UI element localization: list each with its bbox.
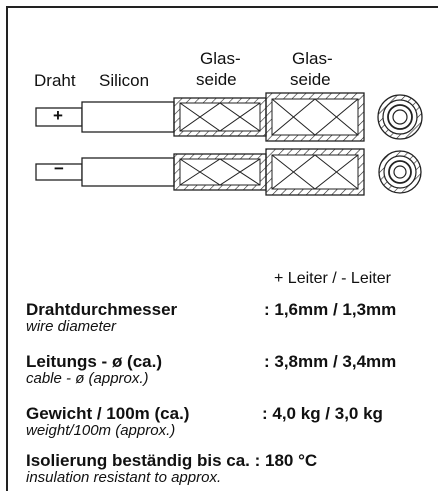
cross-section-minus <box>378 150 422 194</box>
label-glasseide-2-line1: Glas- <box>292 49 333 68</box>
cross-section-plus <box>377 94 423 140</box>
label-glasseide-2-line2: seide <box>290 70 331 89</box>
minus-marker: − <box>54 159 64 178</box>
spec-cable-diameter-en: cable - ø (approx.) <box>26 370 149 387</box>
spec-weight-de: Gewicht / 100m (ca.) <box>26 404 190 423</box>
label-silicon: Silicon <box>99 71 150 90</box>
spec-cable-diameter-value: : 3,8mm / 3,4mm <box>264 352 397 371</box>
silicone-plus <box>81 101 175 133</box>
silicone-minus <box>81 157 175 187</box>
spec-insulation-en: insulation resistant to approx. <box>26 469 222 486</box>
spec-cable-diameter-de: Leitungs - ø (ca.) <box>26 352 162 371</box>
columns-header: + Leiter / - Leiter <box>274 270 391 287</box>
cable-minus <box>35 148 422 196</box>
label-draht: Draht <box>34 71 76 90</box>
spec-weight-en: weight/100m (approx.) <box>26 422 176 439</box>
cable-plus <box>35 92 423 142</box>
spec-insulation-de: Isolierung beständig bis ca. : 180 °C <box>26 451 318 470</box>
plus-marker: + <box>53 106 63 125</box>
spec-wire-diameter-de: Drahtdurchmesser <box>26 300 178 319</box>
diagram-frame <box>6 6 438 491</box>
spec-weight-value: : 4,0 kg / 3,0 kg <box>262 404 383 423</box>
label-glasseide-1-line2: seide <box>196 70 237 89</box>
label-glasseide-1-line1: Glas- <box>200 49 241 68</box>
spec-wire-diameter-en: wire diameter <box>26 318 117 335</box>
spec-wire-diameter-value: : 1,6mm / 1,3mm <box>264 300 397 319</box>
cable-cross-section-diagram <box>35 92 423 196</box>
